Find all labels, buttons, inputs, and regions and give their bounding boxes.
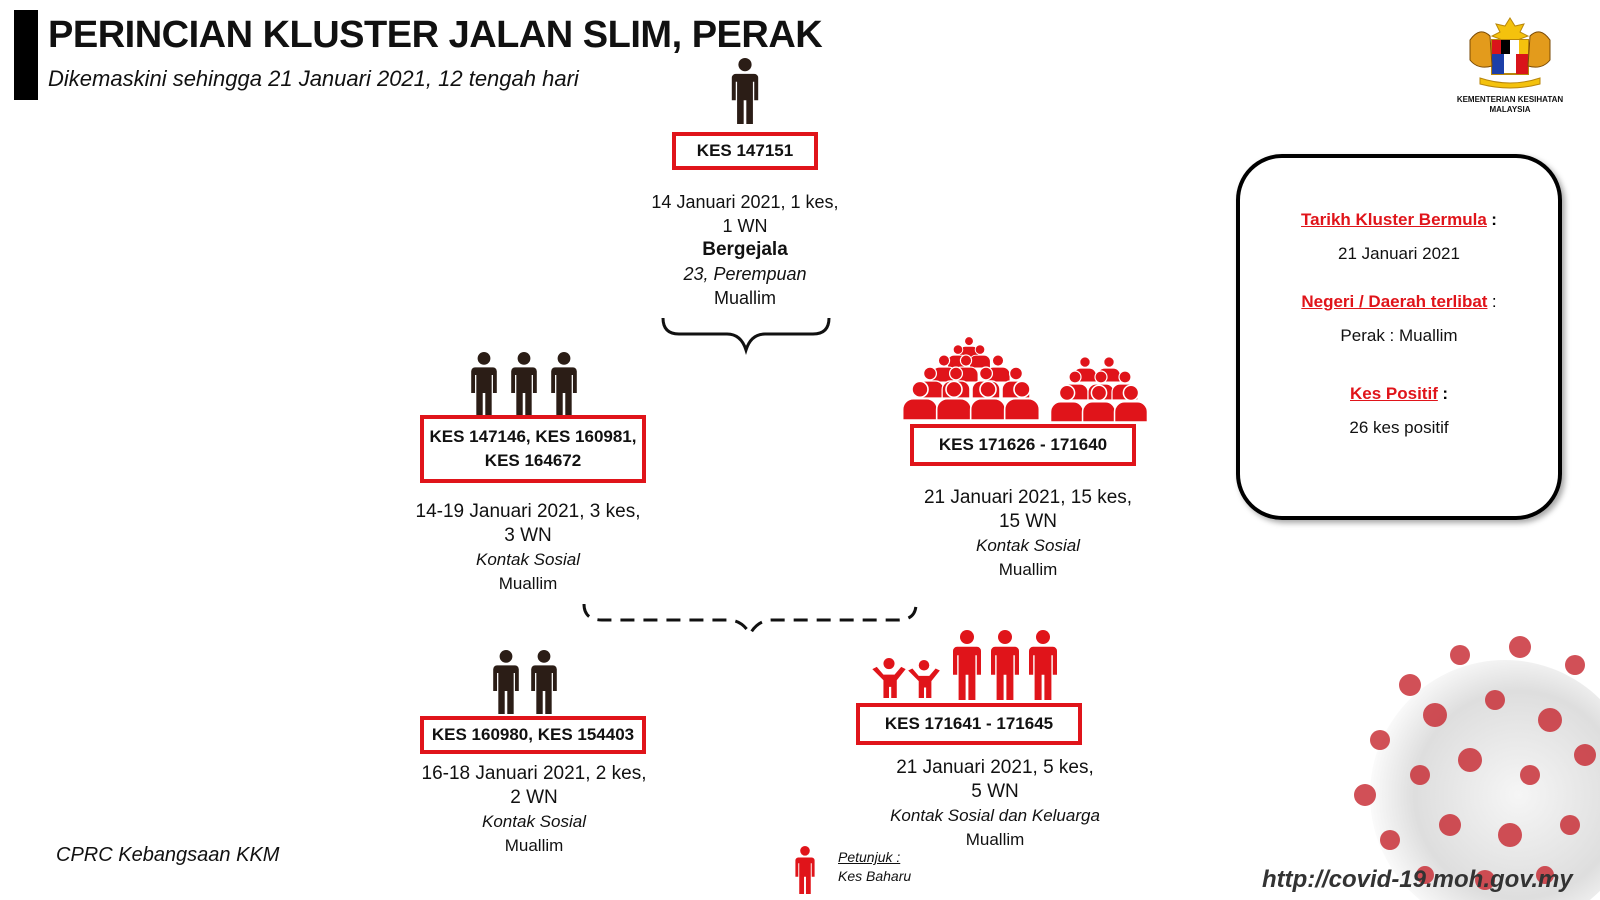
case-status-top: Bergejala [702,239,788,260]
case-date-bottom-right: 21 Januari 2021, 5 kes, [896,757,1094,778]
legend: Petunjuk : Kes Baharu [838,848,911,886]
case-wn-left: 3 WN [504,525,552,546]
case-wn-bottom-left: 2 WN [510,787,558,808]
new-cases-family-icon [872,630,1057,700]
case-date-bottom-left: 16-18 Januari 2021, 2 kes, [421,763,647,784]
existing-cases-group-icon [471,352,577,416]
logo-label-line1: KEMENTERIAN KESIHATAN [1456,95,1564,104]
case-contact-left: Kontak Sosial [476,550,580,569]
case-contact-right: Kontak Sosial [976,536,1080,555]
legend-item-new-case: Kes Baharu [838,868,912,884]
dashed-brace-connector [582,603,918,638]
case-box-left-line2: KES 164672 [484,451,582,470]
case-details-left: 14-19 Januari 2021, 3 kes, 3 WN Kontak S… [390,500,666,596]
case-details-bottom-right: 21 Januari 2021, 5 kes, 5 WN Kontak Sosi… [850,756,1140,852]
brace-connector [661,317,831,356]
positive-cases-value: 26 kes positif [1349,418,1449,437]
case-wn-top: 1 WN [722,216,768,236]
region-colon: : [1491,292,1497,311]
start-date-colon: : [1491,210,1497,229]
case-wn-bottom-right: 5 WN [971,781,1019,802]
case-date-top: 14 Januari 2021, 1 kes, [651,192,839,212]
page-subtitle: Dikemaskini sehingga 21 Januari 2021, 12… [48,66,579,91]
website-url: http://covid-19.moh.gov.my [1262,866,1573,893]
case-contact-bottom-left: Kontak Sosial [482,812,586,831]
case-box-bottom-right: KES 171641 - 171645 [856,703,1082,745]
new-cases-crowd-icon [901,336,1149,422]
case-place-bottom-left: Muallim [504,836,564,855]
case-box-top: KES 147151 [672,132,818,170]
existing-case-person-icon [731,58,759,124]
case-box-right: KES 171626 - 171640 [910,424,1136,466]
ministry-logo: KEMENTERIAN KESIHATAN MALAYSIA [1440,10,1580,115]
title-accent-bar [14,10,38,100]
case-box-bottom-left: KES 160980, KES 154403 [420,716,646,754]
new-case-legend-icon [795,846,815,894]
case-place-bottom-right: Muallim [965,830,1025,849]
region-label: Negeri / Daerah terlibat [1301,292,1488,311]
coronavirus-illustration-icon [1354,636,1600,900]
case-date-left: 14-19 Januari 2021, 3 kes, [415,501,641,522]
case-contact-bottom-right: Kontak Sosial dan Keluarga [890,806,1100,825]
logo-label-line2: MALAYSIA [1489,105,1531,114]
case-box-left-line1: KES 147146, KES 160981, [429,427,637,446]
case-wn-right: 15 WN [998,511,1058,532]
positive-cases-colon: : [1442,384,1448,403]
source-credit: CPRC Kebangsaan KKM [56,844,280,866]
existing-cases-pair-icon [493,650,557,714]
case-details-right: 21 Januari 2021, 15 kes, 15 WN Kontak So… [890,486,1166,582]
start-date-label: Tarikh Kluster Bermula [1301,210,1487,229]
positive-cases-label: Kes Positif [1350,384,1438,403]
case-details-bottom-left: 16-18 Januari 2021, 2 kes, 2 WN Kontak S… [396,762,672,858]
legend-title: Petunjuk : [838,849,901,865]
region-value: Perak : Muallim [1340,326,1458,345]
coat-of-arms-icon [1469,17,1551,89]
case-demographic-top: 23, Perempuan [683,264,807,284]
page-title: PERINCIAN KLUSTER JALAN SLIM, PERAK [48,14,823,56]
case-place-top: Muallim [713,288,776,308]
start-date-value: 21 Januari 2021 [1338,244,1460,263]
case-box-left: KES 147146, KES 160981, KES 164672 [420,415,646,483]
case-place-right: Muallim [998,560,1058,579]
case-place-left: Muallim [498,574,558,593]
case-details-top: 14 Januari 2021, 1 kes, 1 WN Bergejala 2… [620,190,870,310]
case-date-right: 21 Januari 2021, 15 kes, [923,487,1133,508]
cluster-info-panel: Tarikh Kluster Bermula : 21 Januari 2021… [1236,154,1562,520]
